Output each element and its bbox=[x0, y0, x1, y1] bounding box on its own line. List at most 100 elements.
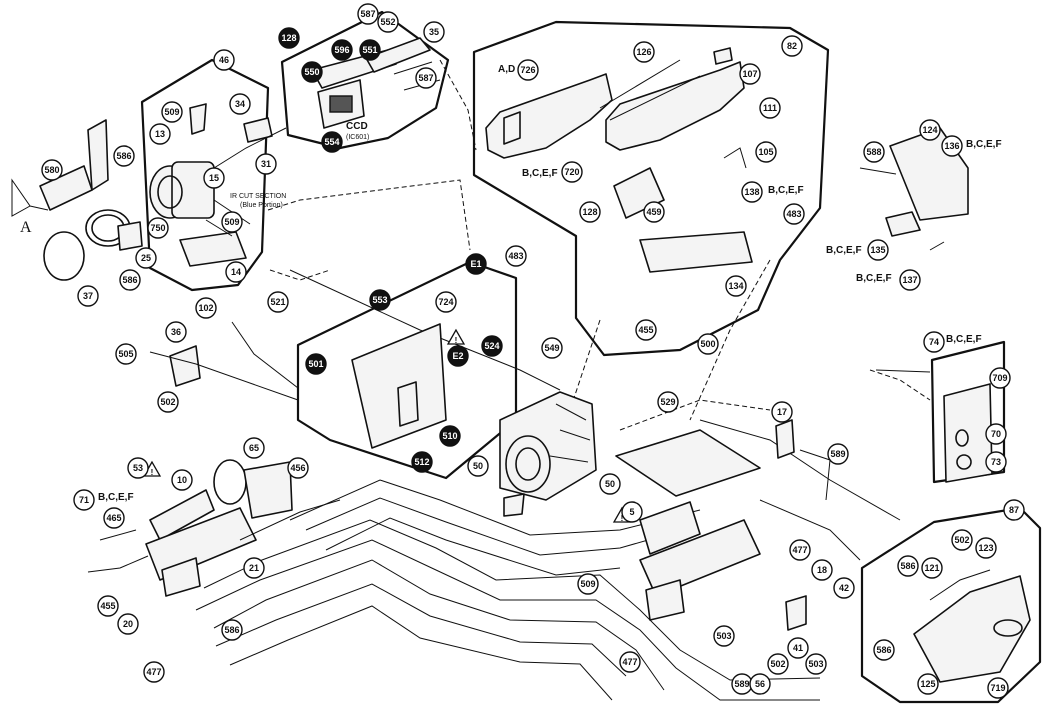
variant-label: B,C,E,F bbox=[856, 273, 892, 284]
part-callout: 124 bbox=[919, 119, 941, 141]
part-number: 138 bbox=[744, 187, 759, 197]
part-callout: 587 bbox=[415, 67, 437, 89]
main-frame bbox=[351, 323, 447, 449]
part-callout: 720 bbox=[561, 161, 583, 183]
part-callout: 477 bbox=[789, 539, 811, 561]
part-callout: 502 bbox=[767, 653, 789, 675]
part-callout: 719 bbox=[987, 677, 1009, 699]
part-callout: 726 bbox=[517, 59, 539, 81]
part-number: 477 bbox=[622, 657, 637, 667]
part-number: 586 bbox=[224, 625, 239, 635]
part-callout: 71 bbox=[73, 489, 95, 511]
part-callout: 596 bbox=[331, 39, 353, 61]
part-number: 128 bbox=[281, 33, 296, 43]
part-number: E2 bbox=[452, 351, 463, 361]
front-left-parts bbox=[11, 119, 143, 281]
part-callout: 36 bbox=[165, 321, 187, 343]
lens-plate bbox=[243, 117, 273, 143]
part-callout: 53 bbox=[127, 457, 149, 479]
part-callout: 456 bbox=[287, 457, 309, 479]
part-callout: 15 bbox=[203, 167, 225, 189]
front-bracket bbox=[87, 119, 109, 191]
part-callout: 586 bbox=[119, 269, 141, 291]
part-number: 14 bbox=[231, 267, 241, 277]
part-number: 20 bbox=[123, 619, 133, 629]
part-number: 503 bbox=[808, 659, 823, 669]
part-number: 483 bbox=[786, 209, 801, 219]
part-number: 501 bbox=[308, 359, 323, 369]
part-number: 459 bbox=[646, 207, 661, 217]
part-number: 41 bbox=[793, 643, 803, 653]
part-number: 56 bbox=[755, 679, 765, 689]
lower-frame bbox=[639, 519, 761, 597]
part-callout: 724 bbox=[435, 291, 457, 313]
part-number: 586 bbox=[122, 275, 137, 285]
part-callout: 587 bbox=[357, 3, 379, 25]
part-callout: 41 bbox=[787, 637, 809, 659]
part-callout: 589 bbox=[731, 673, 753, 695]
part-callout: 13 bbox=[149, 123, 171, 145]
part-callout: E1 bbox=[465, 253, 487, 275]
ccd-label: CCD bbox=[346, 121, 368, 132]
part-number: 503 bbox=[716, 631, 731, 641]
warning-icon bbox=[446, 328, 466, 345]
part-number: 502 bbox=[160, 397, 175, 407]
base-plate bbox=[145, 507, 257, 581]
part-number: 111 bbox=[763, 103, 777, 113]
part-number: 502 bbox=[770, 659, 785, 669]
harness-traces bbox=[195, 269, 901, 701]
part-number: 124 bbox=[922, 125, 937, 135]
part-callout: 501 bbox=[305, 353, 327, 375]
part-number: 125 bbox=[920, 679, 935, 689]
lens-block-parts bbox=[149, 103, 287, 267]
part-number: 465 bbox=[106, 513, 121, 523]
svg-text:!: ! bbox=[151, 468, 154, 477]
variant-label: B,C,E,F bbox=[946, 334, 982, 345]
part-number: 105 bbox=[758, 147, 773, 157]
part-number: 524 bbox=[484, 341, 499, 351]
part-number: 121 bbox=[924, 563, 939, 573]
part-number: 31 bbox=[261, 159, 271, 169]
part-number: 551 bbox=[362, 45, 377, 55]
part-number: 726 bbox=[520, 65, 535, 75]
part-number: 50 bbox=[605, 479, 615, 489]
part-callout: 551 bbox=[359, 39, 381, 61]
view-letter: A bbox=[20, 219, 32, 236]
lower-left-chassis bbox=[87, 459, 341, 597]
part-callout: 65 bbox=[243, 437, 265, 459]
part-callout: 503 bbox=[713, 625, 735, 647]
part-callout: 20 bbox=[117, 613, 139, 635]
part-number: 36 bbox=[171, 327, 181, 337]
variant-label: B,C,E,F bbox=[98, 492, 134, 503]
part-number: 42 bbox=[839, 583, 849, 593]
part-callout: 521 bbox=[267, 291, 289, 313]
ccd-block-parts bbox=[311, 37, 441, 129]
part-number: 15 bbox=[209, 173, 219, 183]
part-number: 477 bbox=[146, 667, 161, 677]
part-number: 17 bbox=[777, 407, 787, 417]
part-number: 509 bbox=[580, 579, 595, 589]
part-number: 554 bbox=[324, 137, 339, 147]
tape-mechanism bbox=[499, 391, 597, 517]
part-callout: 121 bbox=[921, 557, 943, 579]
part-callout: 31 bbox=[255, 153, 277, 175]
part-number: 136 bbox=[944, 141, 959, 151]
part-number: 34 bbox=[235, 99, 245, 109]
part-callout: 505 bbox=[115, 343, 137, 365]
part-number: 455 bbox=[100, 601, 115, 611]
top-cover-ad bbox=[485, 73, 613, 159]
part-number: 550 bbox=[304, 67, 319, 77]
part-number: 483 bbox=[508, 251, 523, 261]
part-number: 126 bbox=[636, 47, 651, 57]
part-callout: 73 bbox=[985, 451, 1007, 473]
text-labels: CCD (IC601) IR CUT SECTION (Blue Portion… bbox=[20, 64, 1002, 503]
side-cover-parts bbox=[875, 369, 993, 483]
part-callout: 512 bbox=[411, 451, 433, 473]
part-callout: 56 bbox=[749, 673, 771, 695]
part-number: 588 bbox=[866, 147, 881, 157]
part-callout: 134 bbox=[725, 275, 747, 297]
part-number: 37 bbox=[83, 291, 93, 301]
part-callout: 123 bbox=[975, 537, 997, 559]
part-number: 102 bbox=[198, 303, 213, 313]
